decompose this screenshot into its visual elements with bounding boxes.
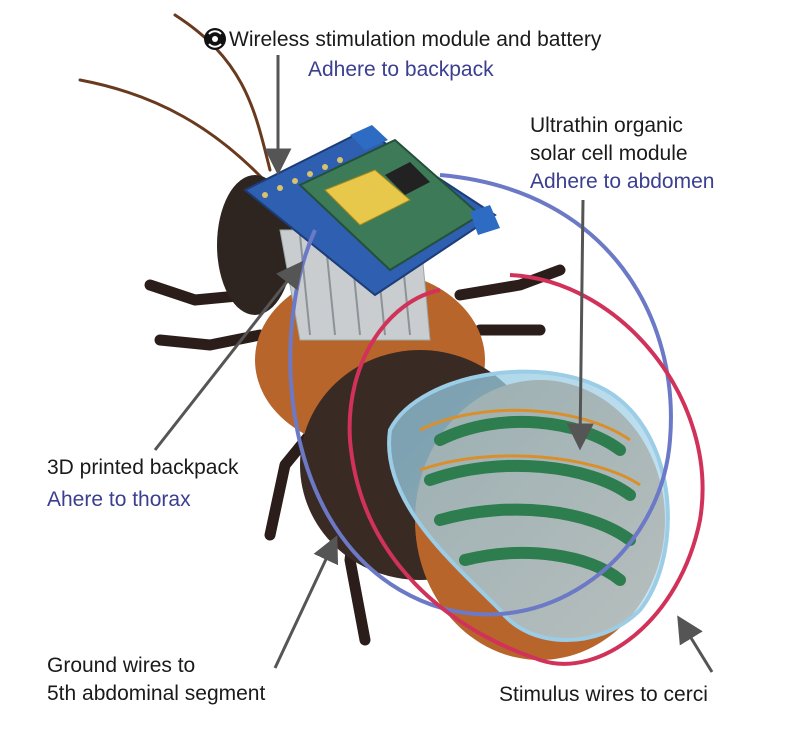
label-solar-line1: Ultrathin organic <box>530 114 683 137</box>
stimulus-wire <box>347 273 705 666</box>
leader-lines <box>153 55 714 673</box>
label-solar-adhere: Adhere to abdomen <box>530 170 715 193</box>
label-wireless-adhere: Adhere to backpack <box>308 58 494 81</box>
label-solar-line2: solar cell module <box>530 142 688 165</box>
label-backpack: 3D printed backpack <box>47 456 239 479</box>
label-backpack-adhere: Ahere to thorax <box>47 488 191 511</box>
label-ground-line1: Ground wires to <box>47 654 196 677</box>
wireless-icon <box>204 28 226 50</box>
ground-wire <box>288 173 673 617</box>
label-wireless-module: Wireless stimulation module and battery <box>229 28 602 51</box>
label-stimulus: Stimulus wires to cerci <box>499 683 708 706</box>
stimulation-module <box>243 125 500 297</box>
label-ground-line2: 5th abdominal segment <box>47 682 266 705</box>
